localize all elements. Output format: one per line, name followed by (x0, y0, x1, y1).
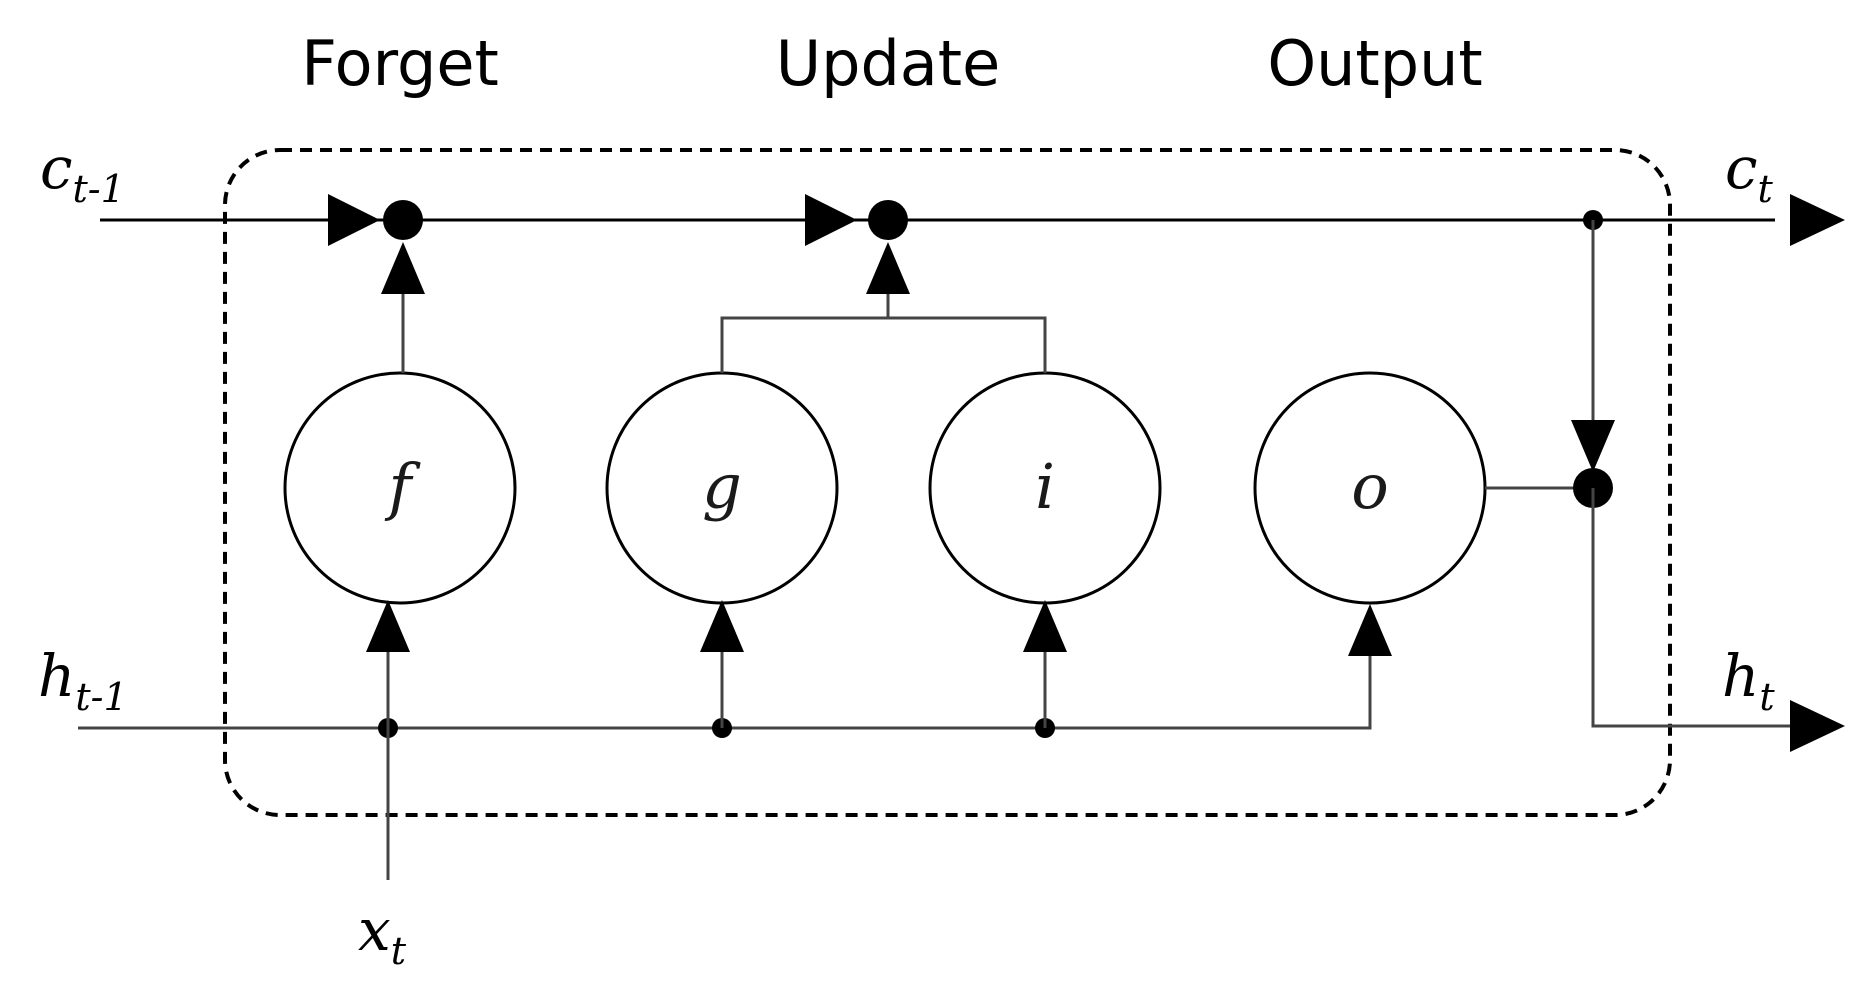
label-c-out: ct (1725, 134, 1773, 211)
label-h-prev: ht-1 (38, 642, 128, 719)
arrow-head-g-in (700, 600, 744, 652)
heading-output: Output (1267, 27, 1482, 100)
arrow-head-down (1571, 420, 1615, 472)
hidden-state-line (78, 624, 1372, 730)
arrow-head-update (866, 242, 910, 294)
label-h-out: ht (1722, 642, 1775, 719)
arrow-head-c-in (328, 194, 380, 246)
gate-g-label: g (702, 450, 742, 523)
arrow-head-c-out (1790, 194, 1845, 246)
hidden-output-line (1591, 488, 1790, 728)
g-i-join-line (720, 316, 1047, 373)
arrow-head-f-in (366, 600, 410, 652)
arrow-head-c-mid (805, 194, 857, 246)
heading-update: Update (776, 27, 1001, 100)
gate-f-circle (283, 371, 517, 605)
forget-multiply-node (383, 200, 423, 240)
cell-boundary (223, 148, 1672, 817)
arrow-head-f-out (381, 242, 425, 294)
arrow-head-o-in (1348, 604, 1392, 656)
gate-o-label: o (1351, 450, 1388, 523)
update-add-node (868, 200, 908, 240)
heading-forget: Forget (301, 27, 499, 100)
gate-i-label: i (1035, 450, 1055, 523)
arrow-head-h-out (1790, 700, 1845, 752)
label-c-prev: ct-1 (40, 134, 125, 211)
label-x: xt (358, 896, 407, 973)
arrow-head-i-in (1023, 600, 1067, 652)
